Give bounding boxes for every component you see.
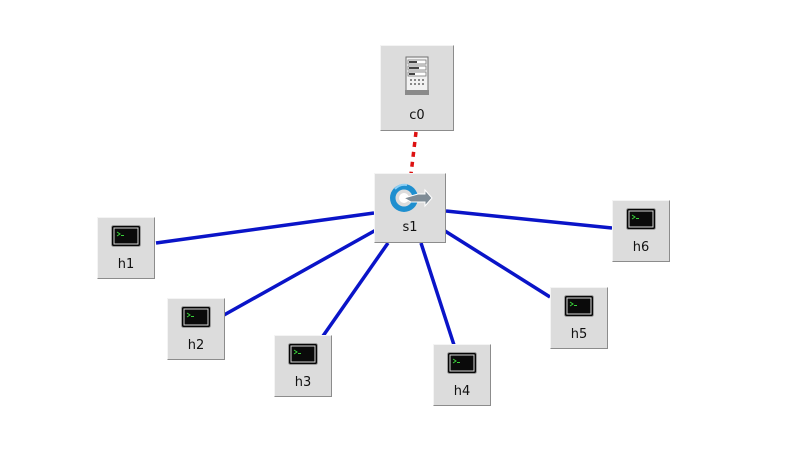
host-label: h5	[570, 327, 588, 342]
controller-server-icon	[405, 56, 429, 95]
controller-label: c0	[409, 108, 425, 123]
host-node-h5[interactable]: h5	[550, 287, 608, 349]
terminal-host-icon	[111, 225, 141, 247]
link-s1-h1[interactable]	[155, 211, 375, 245]
link-s1-h4[interactable]	[419, 242, 456, 346]
controller-node-c0[interactable]: c0	[380, 45, 454, 131]
host-node-h6[interactable]: h6	[612, 200, 670, 262]
terminal-host-icon	[288, 343, 318, 365]
terminal-host-icon	[181, 306, 211, 328]
host-node-h1[interactable]: h1	[97, 217, 155, 279]
host-label: h1	[117, 257, 135, 272]
terminal-host-icon	[447, 352, 477, 374]
host-node-h3[interactable]: h3	[274, 335, 332, 397]
terminal-host-icon	[564, 295, 594, 317]
host-label: h6	[632, 240, 650, 255]
host-label: h2	[187, 338, 205, 353]
host-node-h2[interactable]: h2	[167, 298, 225, 360]
link-s1-h2[interactable]	[223, 228, 377, 317]
switch-label: s1	[402, 220, 418, 235]
switch-node-s1[interactable]: s1	[374, 173, 446, 243]
control-link-c0-s1[interactable]	[409, 131, 418, 175]
link-s1-h6[interactable]	[445, 209, 613, 230]
host-node-h4[interactable]: h4	[433, 344, 491, 406]
terminal-host-icon	[626, 208, 656, 230]
host-label: h4	[453, 384, 471, 399]
switch-icon	[390, 183, 433, 212]
link-s1-h3[interactable]	[321, 241, 390, 338]
host-label: h3	[294, 375, 312, 390]
link-s1-h5[interactable]	[444, 229, 551, 299]
